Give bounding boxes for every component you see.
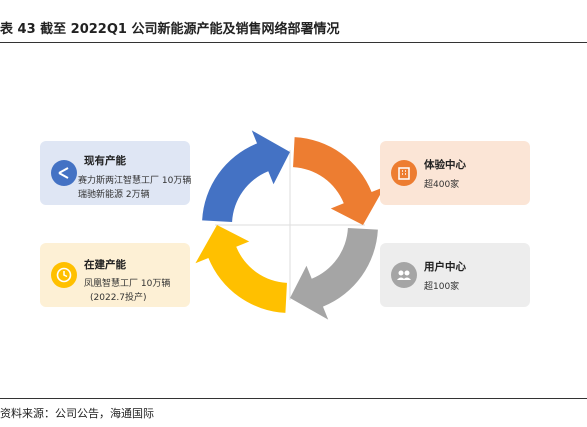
user-center-title: 用户中心 bbox=[424, 261, 466, 273]
experience-center-count: 超400家 bbox=[424, 180, 460, 190]
users-icon bbox=[391, 262, 417, 288]
building-capacity-title: 在建产能 bbox=[84, 259, 126, 271]
experience-center-title: 体验中心 bbox=[424, 159, 466, 171]
blue-cycle-arrow bbox=[202, 130, 290, 222]
user-center-card: 用户中心 超100家 bbox=[380, 243, 530, 307]
existing-capacity-card: 现有产能 赛力斯两江智慧工厂 10万辆 瑞驰新能源 2万辆 bbox=[40, 141, 192, 205]
building-icon bbox=[391, 160, 417, 186]
bottom-rule bbox=[0, 398, 587, 399]
top-rule bbox=[0, 42, 587, 43]
car-icon bbox=[51, 160, 77, 186]
building-capacity-line-1: 凤凰智慧工厂 10万辆 bbox=[84, 279, 171, 289]
experience-center-card: 体验中心 超400家 bbox=[380, 141, 530, 205]
existing-capacity-line-2: 瑞驰新能源 2万辆 bbox=[78, 190, 150, 200]
building-capacity-card: 在建产能 凤凰智慧工厂 10万辆 (2022.7投产) bbox=[40, 243, 190, 307]
user-center-count: 超100家 bbox=[424, 282, 460, 292]
existing-capacity-title: 现有产能 bbox=[84, 155, 126, 167]
gray-cycle-arrow bbox=[290, 228, 378, 320]
figure-title: 表 43 截至 2022Q1 公司新能源产能及销售网络部署情况 bbox=[0, 22, 340, 37]
clock-icon bbox=[51, 262, 77, 288]
existing-capacity-line-1: 赛力斯两江智慧工厂 10万辆 bbox=[78, 176, 192, 186]
orange-cycle-arrow bbox=[293, 137, 385, 225]
building-capacity-line-2: (2022.7投产) bbox=[90, 293, 147, 303]
yellow-cycle-arrow bbox=[195, 225, 287, 313]
source-note: 资料来源：公司公告，海通国际 bbox=[0, 407, 154, 420]
